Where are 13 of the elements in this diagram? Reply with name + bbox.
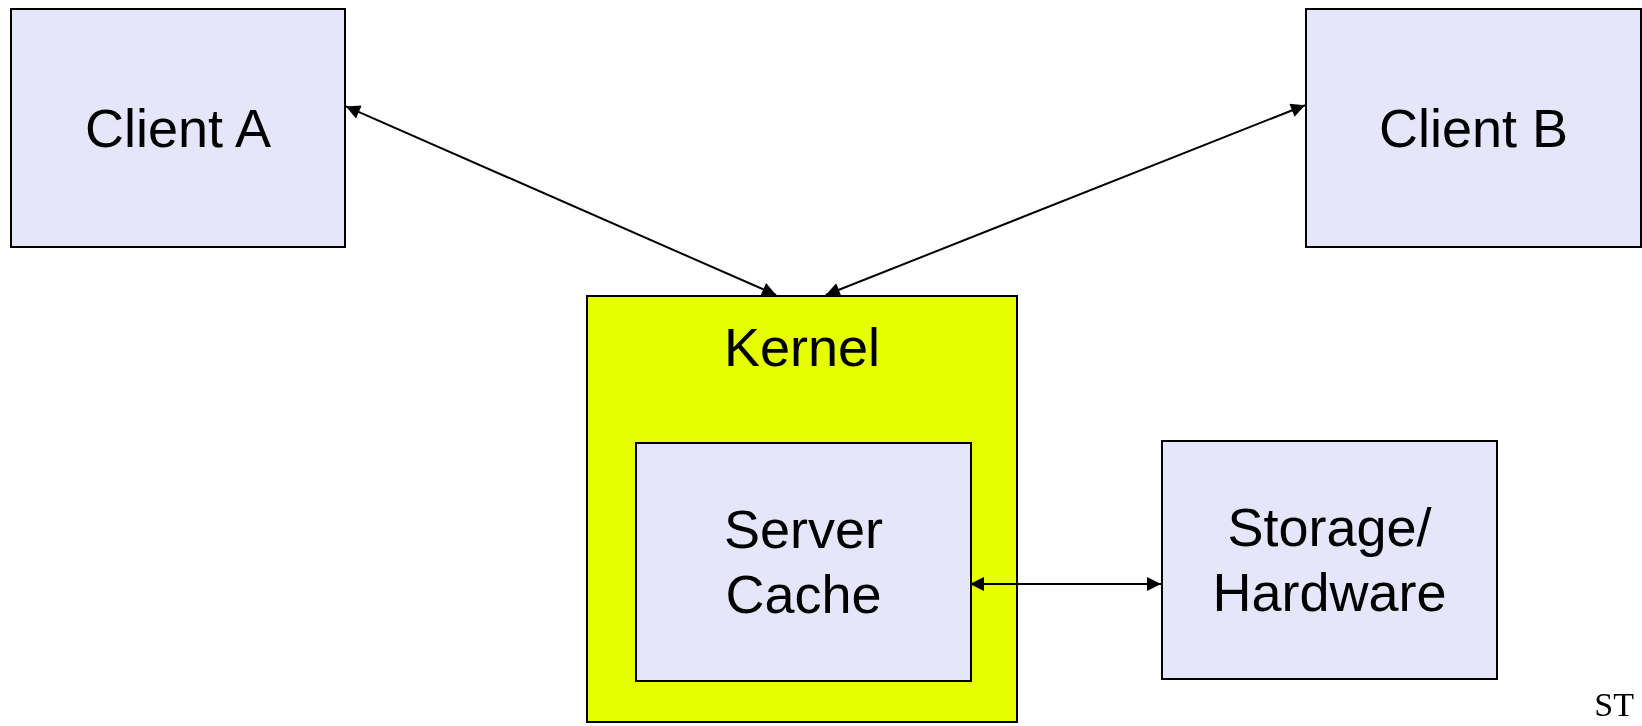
- arrow: [345, 105, 778, 296]
- node-label: Kernel: [723, 316, 881, 379]
- process-box: [1305, 8, 1642, 248]
- node-label: Storage/ Hardware: [1211, 496, 1448, 624]
- node-label: Server Cache: [722, 498, 884, 626]
- process-box: [635, 442, 972, 682]
- arrow: [824, 103, 1306, 297]
- process-box: [1161, 440, 1498, 680]
- node-label: Client A: [84, 96, 272, 160]
- process-box: [10, 8, 346, 248]
- footer-text: ST: [1594, 686, 1634, 724]
- container-box: [586, 295, 1018, 723]
- node-label: Client B: [1378, 96, 1569, 160]
